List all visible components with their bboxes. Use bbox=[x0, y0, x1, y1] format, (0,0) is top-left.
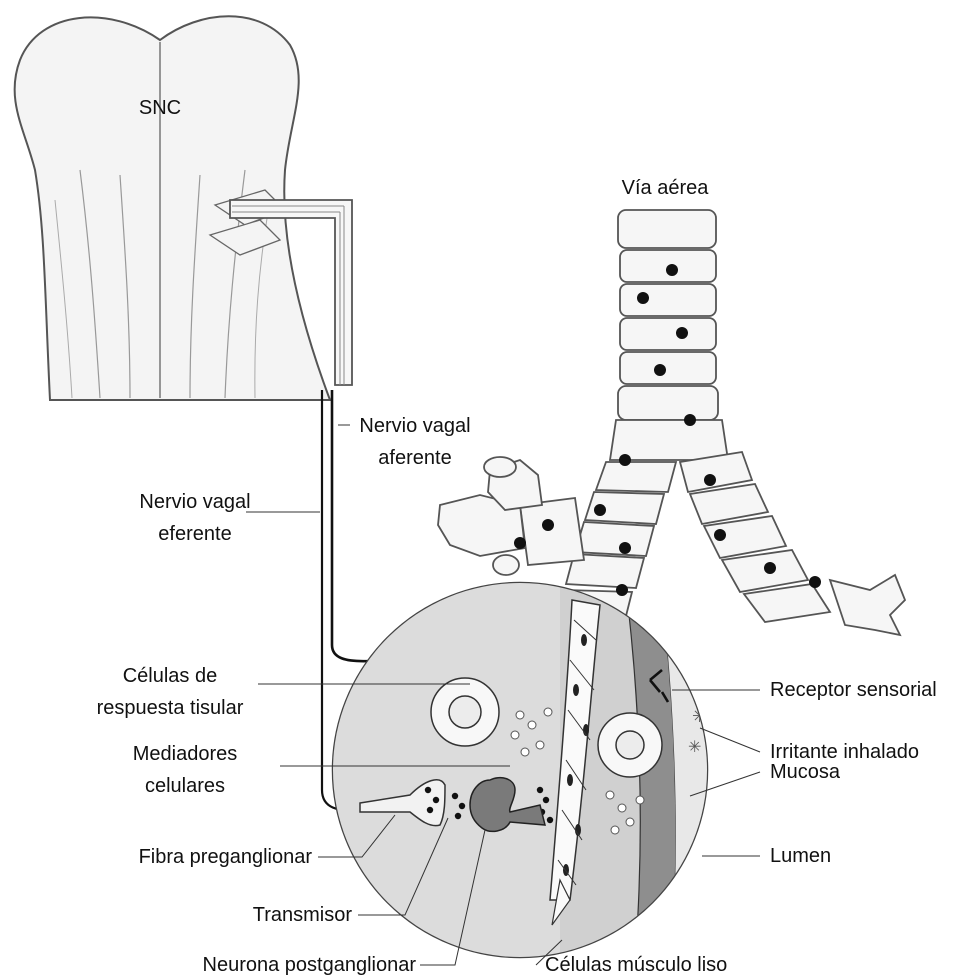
label-fibra-preganglionar: Fibra preganglionar bbox=[60, 845, 312, 869]
svg-text:✳: ✳ bbox=[688, 737, 701, 756]
magnified-view: ✳ ✳ bbox=[330, 580, 720, 960]
label-nervio-vagal-aferente-line1: Nervio vagal bbox=[340, 414, 490, 438]
label-receptor-sensorial: Receptor sensorial bbox=[770, 678, 937, 702]
label-mucosa: Mucosa bbox=[770, 760, 840, 784]
label-lumen: Lumen bbox=[770, 844, 831, 868]
label-via-aerea: Vía aérea bbox=[595, 176, 735, 200]
label-neurona-postganglionar: Neurona postganglionar bbox=[120, 953, 416, 977]
label-celulas-respuesta-line2: respuesta tisular bbox=[80, 696, 260, 720]
label-transmisor: Transmisor bbox=[160, 903, 352, 927]
label-snc: SNC bbox=[128, 96, 192, 120]
label-mediadores-line1: Mediadores bbox=[100, 742, 270, 766]
label-mediadores-line2: celulares bbox=[100, 774, 270, 798]
label-celulas-respuesta-line1: Células de bbox=[80, 664, 260, 688]
label-nervio-vagal-eferente-line2: eferente bbox=[120, 522, 270, 546]
label-nervio-vagal-aferente-line2: aferente bbox=[340, 446, 490, 470]
label-nervio-vagal-eferente-line1: Nervio vagal bbox=[120, 490, 270, 514]
label-celulas-musculo-liso: Células músculo liso bbox=[545, 953, 727, 977]
